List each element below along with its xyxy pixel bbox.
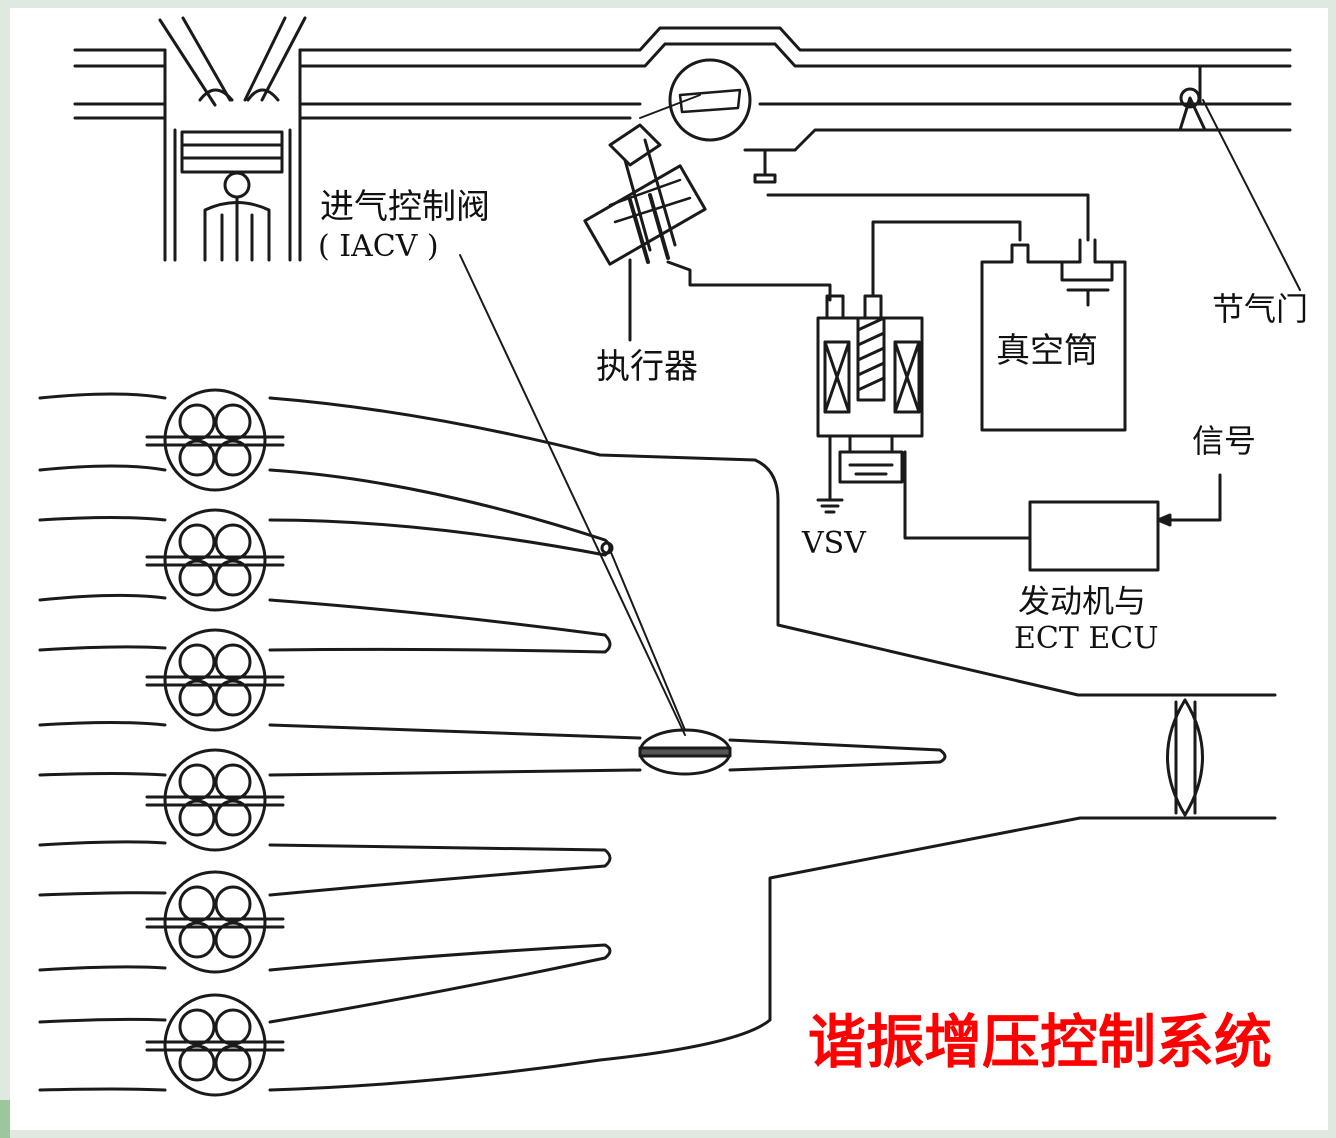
intake-manifold xyxy=(38,392,1277,1092)
frame-accent xyxy=(0,1100,10,1138)
throttle-label: 节气门 xyxy=(1212,290,1308,328)
ecu-label-line2: ECT ECU xyxy=(1014,621,1159,656)
vsv-solenoid xyxy=(816,220,1032,540)
cylinder-ports xyxy=(145,388,285,1097)
main-throttle xyxy=(1166,698,1204,817)
vacuum-tank-label: 真空筒 xyxy=(996,331,1098,371)
actuator-label: 执行器 xyxy=(596,347,698,387)
vacuum-tank xyxy=(980,238,1127,432)
iacv-valve-manifold xyxy=(459,254,732,776)
ecu-label-line1: 发动机与 xyxy=(1018,582,1146,620)
iacv-label-cn: 进气控制阀 xyxy=(320,187,490,227)
actuator xyxy=(583,123,832,342)
diagram-title: 谐振增压控制系统 xyxy=(808,1008,1272,1076)
ecu-box xyxy=(1028,473,1222,572)
iacv-valve-top xyxy=(639,58,752,142)
intake-pipe xyxy=(73,26,1292,242)
iacv-label-en: ( IACV ) xyxy=(318,229,439,264)
vsv-label: VSV xyxy=(801,526,867,561)
throttle-valve xyxy=(1178,64,1301,291)
signal-label: 信号 xyxy=(1192,422,1256,460)
engine-cylinder xyxy=(158,16,307,262)
